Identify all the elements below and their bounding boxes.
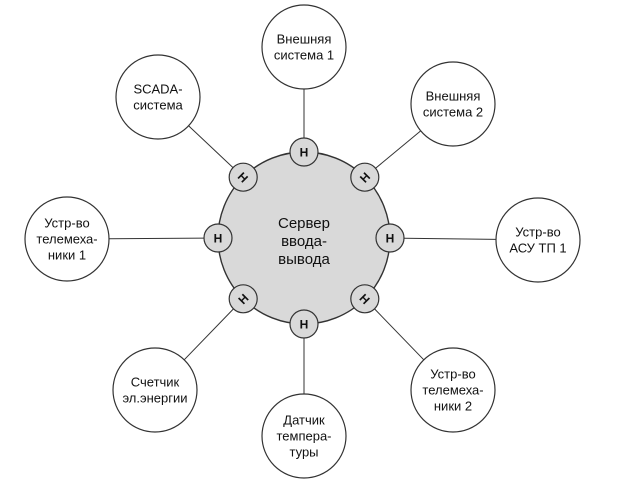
node-label-tm2-3: ники 2 (434, 399, 472, 414)
node-circle-ext1 (261, 4, 347, 90)
handler-tm2: Н (350, 284, 380, 314)
node-label-tm2-1: Устр-во (430, 367, 475, 382)
handler-meter: Н (228, 284, 258, 314)
connector-asu (403, 237, 497, 240)
node-label-tm2-2: телемеха- (422, 383, 483, 398)
handler-ext2: Н (350, 162, 380, 192)
handler-circle-ext2 (350, 162, 380, 192)
handler-circle-meter (228, 284, 258, 314)
hub-label-line-1: Сервер (278, 215, 330, 232)
connector-tm1 (108, 237, 205, 240)
node-label-temp-2: темпера- (276, 429, 331, 444)
node-label-temp-3: туры (289, 445, 318, 460)
node-label-scada-1: SCADA- (133, 82, 182, 97)
node-label-asu-1: Устр-во (515, 225, 560, 240)
handler-tm1: Н (203, 223, 233, 253)
node-label-ext1-1: Внешняя (277, 32, 332, 47)
handler-circle-asu (375, 223, 405, 253)
node-circle-asu (495, 197, 581, 283)
hub-label-line-3: вывода (278, 251, 330, 268)
handler-asu: Н (375, 223, 405, 253)
node-scada: SCADA-система (115, 54, 201, 140)
handler-temp: Н (289, 309, 319, 339)
node-label-temp-1: Датчик (283, 413, 325, 428)
node-circle-tm2 (410, 347, 496, 433)
handler-label-temp: Н (300, 318, 309, 332)
handler-label-tm1: Н (214, 232, 223, 246)
handler-ext1: Н (289, 137, 319, 167)
node-label-ext2-1: Внешняя (426, 89, 481, 104)
node-circle-tm1 (24, 196, 110, 282)
hub-label-line-2: ввода- (281, 233, 327, 250)
connector-scada (188, 125, 234, 168)
handler-scada: Н (228, 162, 258, 192)
handler-circle-ext1 (289, 137, 319, 167)
handler-circle-scada (228, 162, 258, 192)
node-label-ext1-2: система 1 (274, 48, 334, 63)
node-label-tm1-2: телемеха- (36, 232, 97, 247)
node-label-meter-2: эл.энергии (122, 391, 187, 406)
handler-circle-temp (289, 309, 319, 339)
connector-ext2 (375, 130, 421, 169)
handler-label-ext1: Н (300, 146, 309, 160)
node-circle-scada (115, 54, 201, 140)
node-circle-ext2 (410, 61, 496, 147)
node-label-tm1-3: ники 1 (48, 248, 86, 263)
node-label-asu-2: АСУ ТП 1 (509, 241, 566, 256)
node-label-meter-1: Счетчик (131, 375, 180, 390)
handler-circle-tm1 (203, 223, 233, 253)
node-circle-temp (261, 393, 347, 479)
node-label-scada-2: система (133, 98, 183, 113)
node-label-ext2-2: система 2 (423, 105, 483, 120)
connector-tm2 (374, 308, 425, 361)
connector-meter (183, 308, 234, 361)
node-label-tm1-1: Устр-во (44, 216, 89, 231)
handler-circle-tm2 (350, 284, 380, 314)
handler-label-asu: Н (386, 232, 395, 246)
node-circle-meter (112, 347, 198, 433)
